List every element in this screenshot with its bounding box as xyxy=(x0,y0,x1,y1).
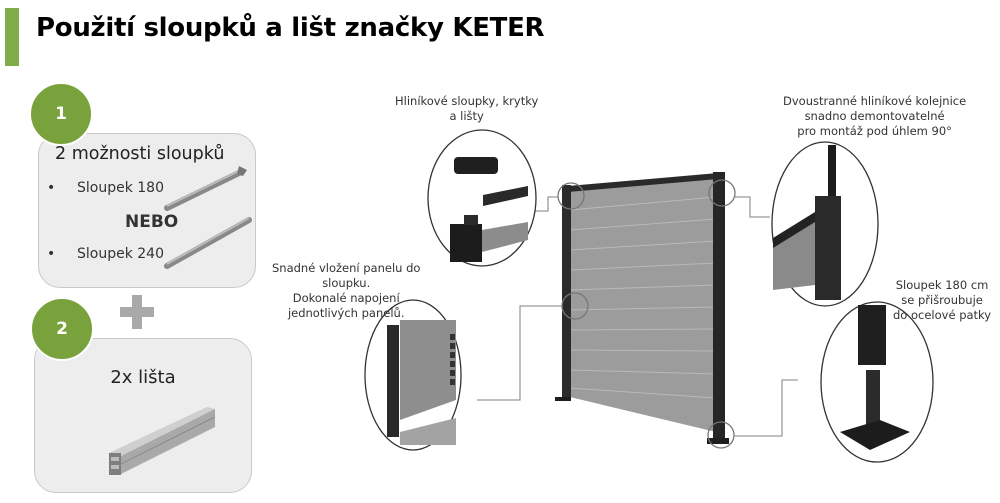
step-2-badge: 2 xyxy=(30,297,94,361)
fence-diagram xyxy=(364,129,934,463)
callout-caps-rails: Hliníkové sloupky, krytky a lišty xyxy=(395,94,539,123)
callout-panel-insert: Snadné vložení panelu do sloupku. Dokona… xyxy=(272,261,421,320)
detail-panel-insert xyxy=(364,299,462,451)
step-2-heading: 2x lišta xyxy=(110,367,176,388)
option-sloupek-180: •Sloupek 180 xyxy=(47,180,164,196)
step-1-card: 2 možnosti sloupků •Sloupek 180 NEBO •Sl… xyxy=(38,133,256,288)
post-180-image xyxy=(164,166,247,211)
callout-double-rails: Dvoustranné hliníkové kolejnice snadno d… xyxy=(783,94,967,138)
plus-icon xyxy=(120,295,154,329)
or-separator: NEBO xyxy=(125,212,179,232)
title-accent-bar xyxy=(5,8,19,66)
detail-steel-foot xyxy=(820,301,934,463)
option-sloupek-240: •Sloupek 240 xyxy=(47,246,164,262)
detail-caps-rails xyxy=(427,129,537,267)
step-1-badge: 1 xyxy=(29,82,93,146)
page-title: Použití sloupků a lišt značky KETER xyxy=(36,13,545,43)
detail-double-rails xyxy=(771,141,879,307)
step-2-card: 2x lišta xyxy=(34,338,252,493)
rail-image xyxy=(109,407,216,475)
callout-steel-foot: Sloupek 180 cm se přišroubuje do ocelové… xyxy=(893,278,992,322)
step-1-heading: 2 možnosti sloupků xyxy=(55,144,225,164)
post-240-image xyxy=(164,217,252,269)
